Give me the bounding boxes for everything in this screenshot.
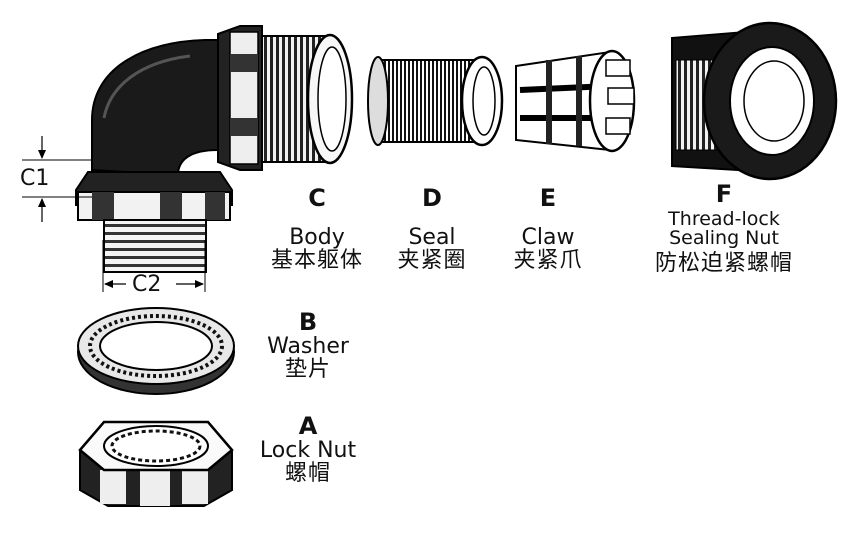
washer-part	[77, 307, 235, 395]
label-part-e: E	[514, 184, 582, 212]
label-part-c-names: Body 基本躯体	[258, 226, 376, 272]
part-letter: E	[539, 184, 557, 212]
part-name-cn: 垫片	[284, 357, 331, 383]
label-part-f-names: Thread-lock Sealing Nut 防松迫紧螺帽	[636, 208, 812, 276]
c1-label: C1	[20, 166, 50, 191]
c2-label: C2	[132, 272, 162, 297]
part-name-cn: 防松迫紧螺帽	[654, 251, 793, 276]
thread-lock-nut-part	[671, 21, 838, 181]
part-name-en: Lock Nut	[259, 438, 357, 464]
label-part-e-names: Claw 夹紧爪	[498, 226, 598, 272]
part-name-cn: 夹紧圈	[397, 248, 467, 274]
part-letter: C	[308, 184, 326, 212]
part-name-en-line2: Sealing Nut	[669, 227, 779, 249]
label-part-d: D	[398, 184, 466, 212]
label-part-a: A Lock Nut 螺帽	[250, 412, 366, 487]
claw-part	[515, 49, 636, 153]
part-name-en-line1: Thread-lock	[668, 208, 780, 230]
label-part-f: F	[690, 180, 758, 208]
label-part-b: B Washer 垫片	[258, 308, 358, 383]
part-letter: B	[298, 308, 318, 336]
part-letter: A	[298, 412, 318, 440]
part-name-cn: 夹紧爪	[513, 248, 583, 274]
part-name-cn: 螺帽	[284, 461, 331, 487]
dimension-c1	[22, 136, 92, 222]
part-letter: F	[715, 180, 733, 208]
label-part-c: C	[282, 184, 352, 212]
part-name-en: Seal	[408, 225, 456, 250]
part-name-en: Body	[289, 225, 345, 250]
seal-part	[367, 55, 504, 147]
lock-nut-part	[78, 420, 234, 507]
part-name-cn: 基本躯体	[270, 248, 363, 274]
part-name-en: Washer	[267, 334, 349, 360]
part-letter: D	[422, 184, 442, 212]
part-name-en: Claw	[521, 225, 575, 250]
label-part-d-names: Seal 夹紧圈	[384, 226, 480, 272]
body-elbow	[75, 25, 354, 273]
dimension-c2	[102, 240, 206, 292]
